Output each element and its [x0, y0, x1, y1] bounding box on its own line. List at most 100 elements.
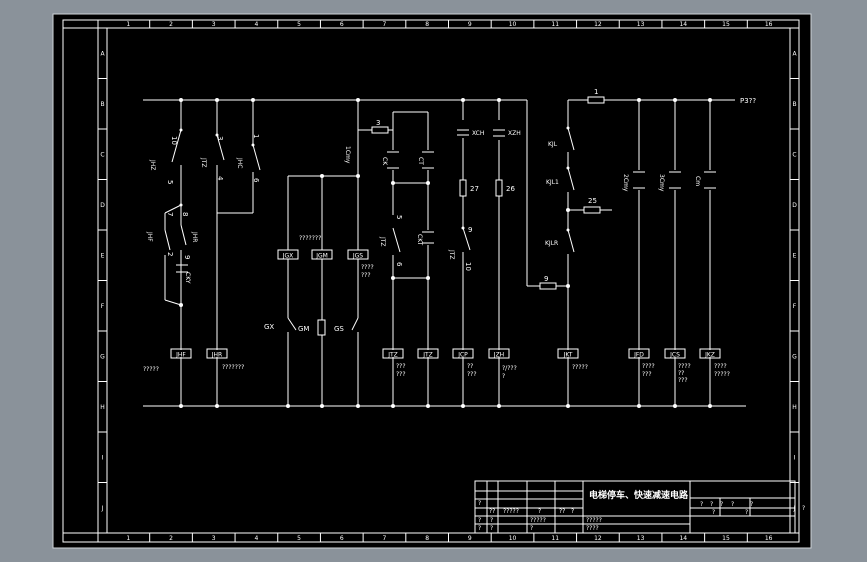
relay-jcs: JCS [664, 348, 686, 359]
border-col-label: 13 [637, 535, 645, 542]
relay-jhr: JHR [206, 348, 228, 359]
border-col-label: 1 [126, 535, 130, 542]
note-c: ??????? [361, 264, 374, 279]
note-a: ????? [143, 366, 159, 373]
svg-text:JCS: JCS [669, 352, 680, 359]
svg-text:?????: ????? [503, 508, 519, 515]
svg-text:?: ? [712, 509, 715, 516]
lbl-6-mid: 6 [395, 262, 403, 267]
svg-text:?????: ????? [530, 517, 546, 524]
lbl-5-left: 5 [166, 180, 174, 184]
lbl-5-mid: 5 [395, 215, 403, 219]
resistor-26 [495, 179, 503, 197]
svg-text:??: ?? [489, 508, 495, 515]
lbl-jtz-left: JTZ [200, 157, 207, 168]
relay-jcp: JCP [452, 348, 474, 359]
svg-text:????: ???? [586, 525, 599, 532]
svg-text:JKT: JKT [563, 352, 573, 359]
border-col-label: 8 [425, 21, 429, 28]
note-i: ????????? [678, 363, 691, 384]
relay-jgs: JGS [347, 249, 369, 260]
svg-text:JTZ: JTZ [422, 352, 433, 359]
svg-text:?: ? [490, 525, 493, 532]
svg-text:JGS: JGS [352, 253, 363, 260]
lbl-cky: CKY [184, 272, 191, 284]
lbl-xzh: XZH [508, 130, 521, 137]
lbl-4-left: 4 [216, 176, 224, 181]
border-row-label: A [100, 50, 105, 57]
border-row-label: F [793, 303, 797, 310]
svg-text:JHF: JHF [175, 352, 186, 359]
lbl-26: 26 [506, 185, 515, 193]
lbl-gx: GX [264, 323, 274, 331]
svg-text:?: ? [538, 508, 541, 515]
note-d: ?????? [396, 363, 406, 378]
lbl-cm: Cm [694, 176, 701, 186]
relay-jtz1: JTZ [382, 348, 404, 359]
drawing-sheet [52, 13, 812, 549]
relay-jkt: JKT [557, 348, 579, 359]
border-col-label: 14 [679, 535, 687, 542]
lbl-9-left: 9 [183, 255, 191, 259]
lbl-3cmy: 3Cmy [658, 174, 665, 192]
border-row-label: D [100, 202, 105, 209]
lbl-jhr: JHR [191, 231, 198, 242]
svg-text:??: ?? [559, 508, 565, 515]
lbl-kjl: KJL [548, 141, 558, 148]
contact-symbols [176, 129, 716, 336]
note-h: ??????? [642, 363, 655, 378]
resistor-1 [587, 96, 605, 104]
relay-coils: JGX JGM JGS JHF JHR JTZ JTZ JCP JZH JKT … [170, 249, 721, 359]
lbl-jhc-left: JHC [236, 157, 243, 168]
svg-text:?: ? [478, 500, 481, 507]
annotation-notes: ????? ??????? ??????? ?????? ????? ?/???… [143, 264, 730, 384]
svg-text:JCP: JCP [457, 352, 468, 359]
note-e: ????? [467, 363, 477, 378]
border-row-label: A [792, 50, 797, 57]
lbl-27: 27 [470, 185, 479, 193]
border-grid [98, 20, 799, 542]
lbl-jhz-left: JHZ [149, 159, 156, 170]
border-row-label: I [102, 454, 104, 461]
border-col-label: 7 [383, 21, 387, 28]
lbl-kjl1: KJL1 [546, 179, 559, 186]
relay-jhf: JHF [170, 348, 192, 359]
border-row-label: J [101, 505, 104, 512]
lbl-25: 25 [588, 197, 597, 205]
svg-text:JGM: JGM [315, 253, 328, 260]
component-labels: 10 3 1 JHZ JTZ JHC 5 4 6 7 8 JHF JHR 2 9… [146, 88, 756, 333]
lbl-jhf: JHF [146, 231, 153, 242]
relay-jgx: JGX [277, 249, 299, 260]
border-col-label: 4 [254, 535, 258, 542]
border-col-label: 12 [594, 535, 602, 542]
resistor-9 [539, 282, 557, 290]
svg-text:?: ? [731, 501, 734, 508]
border-col-label: 5 [297, 21, 301, 28]
lbl-gs: GS [334, 325, 344, 333]
border-row-label: H [100, 404, 105, 411]
circuit-wiring [143, 99, 746, 407]
border-col-label: 7 [383, 535, 387, 542]
border-row-label: B [792, 101, 796, 108]
resistor-27 [459, 179, 467, 197]
border-row-label: D [792, 202, 797, 209]
lbl-2: 2 [166, 252, 174, 256]
border-row-label: C [100, 151, 104, 158]
lbl-ct: CT [417, 157, 424, 165]
resistor-3 [371, 126, 389, 134]
relay-jgm: JGM [311, 249, 333, 260]
relay-jtz2: JTZ [417, 348, 439, 359]
note-j: ????????? [714, 363, 730, 378]
border-col-label: 9 [468, 535, 472, 542]
note-g: ????? [572, 364, 588, 371]
lbl-kjlr: KJLR [545, 240, 558, 247]
lbl-p3: P3?? [740, 97, 756, 105]
svg-text:JHR: JHR [211, 352, 222, 359]
lbl-3-res: 3 [376, 119, 380, 127]
border-col-label: 10 [509, 535, 517, 542]
svg-text:?: ? [745, 509, 748, 516]
svg-text:?: ? [700, 501, 703, 508]
border-col-label: 15 [722, 535, 730, 542]
svg-text:JZH: JZH [493, 352, 504, 359]
